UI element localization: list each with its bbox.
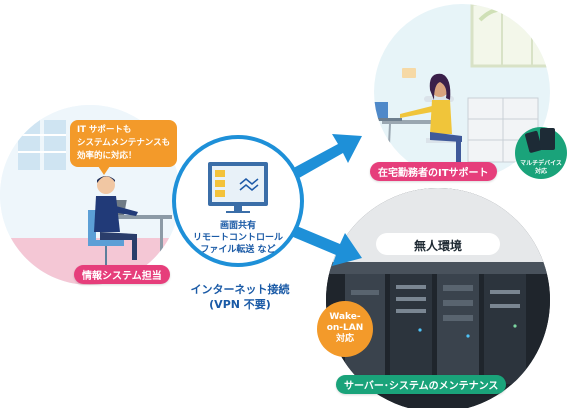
- multi-device-badge: [515, 127, 567, 179]
- multi-device-line: 対応: [534, 168, 547, 175]
- server-maintenance-label: サーバー･システムのメンテナンス: [336, 375, 507, 394]
- wake-on-lan-badge: [317, 301, 373, 357]
- multi-device-text: マルチデバイス 対応: [519, 160, 563, 176]
- bubble-line: IT サポートも: [77, 125, 132, 135]
- arrow-to-server-room: [286, 224, 362, 266]
- multi-device-line: マルチデバイス: [520, 160, 562, 167]
- arrow-to-remote-worker: [286, 134, 362, 182]
- hub-features: 画面共有 リモートコントロール ファイル転送 など: [171, 220, 305, 256]
- connection-line: (VPN 不要): [209, 298, 271, 311]
- unattended-header-bg: [376, 233, 500, 255]
- remote-worker-scene: [374, 4, 550, 180]
- bubble-line: システムメンテナンスも: [77, 138, 171, 148]
- speech-bubble: IT サポートも システムメンテナンスも 効率的に対応！: [70, 120, 178, 175]
- remote-support-label: 在宅勤務者のITサポート: [370, 162, 497, 181]
- hub-feature-line: リモートコントロール: [192, 233, 283, 243]
- internet-connection-text: インターネット接続 (VPN 不要): [180, 282, 300, 312]
- wake-line: 対応: [335, 334, 354, 344]
- hub-feature-line: ファイル転送 など: [200, 245, 276, 255]
- bubble-line: 効率的に対応！: [77, 151, 137, 161]
- wake-line: on-LAN: [326, 323, 364, 333]
- connection-line: インターネット接続: [190, 283, 290, 296]
- it-staff-label: 情報システム担当: [74, 265, 170, 284]
- wake-on-lan-text: Wake- on-LAN 対応: [317, 312, 373, 345]
- remote-hub: [172, 135, 304, 267]
- unattended-header: 無人環境: [413, 239, 462, 253]
- hub-feature-line: 画面共有: [219, 221, 256, 231]
- wake-line: Wake-: [329, 312, 361, 322]
